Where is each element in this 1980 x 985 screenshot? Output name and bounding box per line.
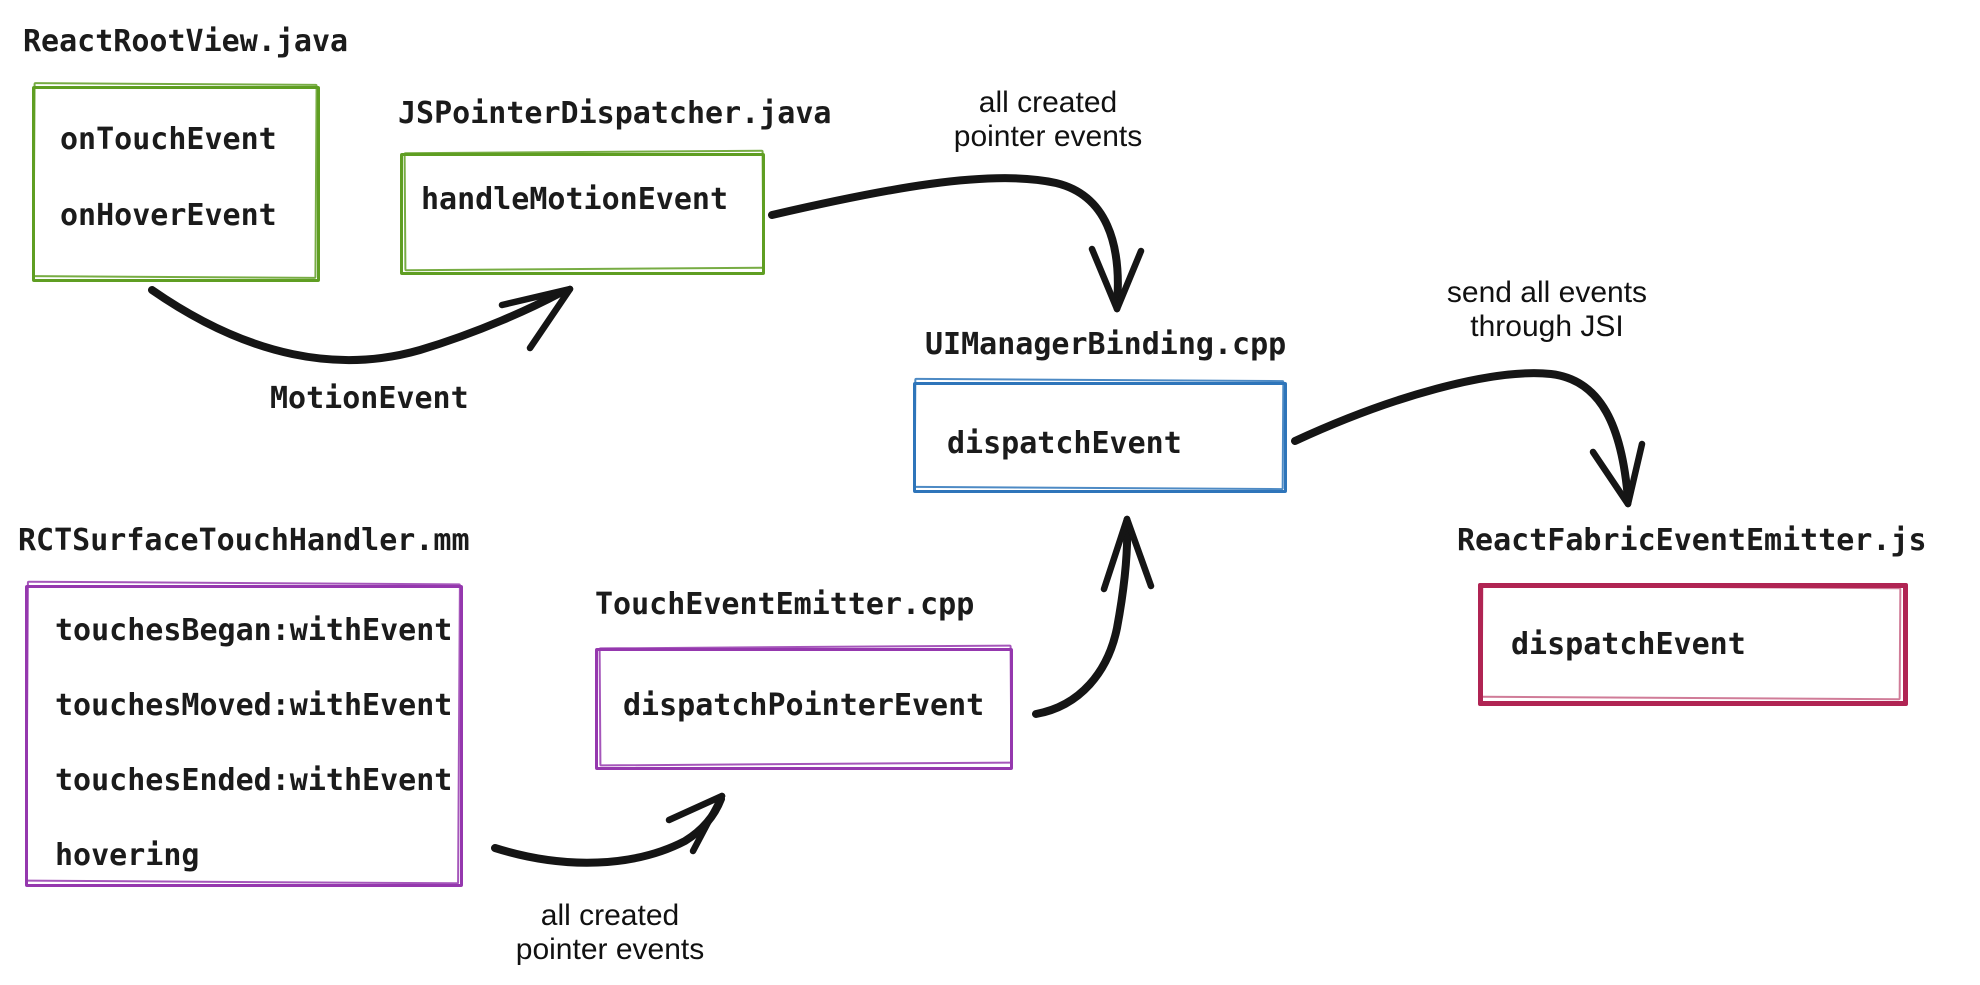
uimanagerbinding-box: dispatchEvent: [913, 382, 1287, 493]
reactfabriceventemitter-box: dispatchEvent: [1478, 583, 1908, 706]
label-line: pointer events: [515, 933, 705, 966]
jspointerdispatcher-box: handleMotionEvent: [400, 153, 765, 275]
pointer-events-bottom-label: all created pointer events: [485, 899, 735, 967]
label-line: through JSI: [1470, 310, 1624, 343]
send-jsi-label: send all events through JSI: [1422, 276, 1672, 344]
reactfabriceventemitter-title: ReactFabricEventEmitter.js: [1457, 523, 1927, 558]
rctsurfacetouchhandler-title: RCTSurfaceTouchHandler.mm: [18, 523, 470, 558]
pointer-events-top-label: all created pointer events: [923, 86, 1173, 154]
rctsurfacetouchhandler-box: touchesBegan:withEvent touchesMoved:with…: [25, 585, 463, 887]
label-line: pointer events: [953, 120, 1143, 153]
reactrootview-box: onTouchEvent onHoverEvent: [32, 86, 320, 282]
reactrootview-title: ReactRootView.java: [23, 24, 349, 59]
arrow-motionevent: [148, 285, 574, 365]
method-touchesmoved: touchesMoved:withEvent: [55, 688, 453, 723]
arrow-send-jsi: [1291, 369, 1646, 508]
method-dispatchevent-js: dispatchEvent: [1511, 627, 1746, 662]
method-dispatchevent-cpp: dispatchEvent: [947, 426, 1182, 461]
method-touchesbegan: touchesBegan:withEvent: [55, 613, 453, 648]
arrow-pointer-events-bottom: [491, 792, 726, 867]
method-handlemotionevent: handleMotionEvent: [421, 182, 729, 217]
label-line: send all events: [1446, 276, 1648, 309]
label-line: all created: [540, 899, 680, 932]
jspointerdispatcher-title: JSPointerDispatcher.java: [398, 96, 832, 131]
method-dispatchpointerevent: dispatchPointerEvent: [623, 688, 985, 723]
toucheventemitter-box: dispatchPointerEvent: [595, 648, 1013, 770]
arrow-pointer-events-top: [768, 174, 1145, 313]
label-line: all created: [978, 86, 1118, 119]
method-hovering: hovering: [55, 838, 200, 873]
method-onhoverevent: onHoverEvent: [60, 198, 277, 233]
method-ontouchevent: onTouchEvent: [60, 122, 277, 157]
method-touchesended: touchesEnded:withEvent: [55, 763, 453, 798]
uimanagerbinding-title: UIManagerBinding.cpp: [925, 327, 1287, 362]
motionevent-label: MotionEvent: [270, 381, 469, 416]
arrow-dispatch-up: [1032, 515, 1155, 718]
toucheventemitter-title: TouchEventEmitter.cpp: [595, 587, 975, 622]
